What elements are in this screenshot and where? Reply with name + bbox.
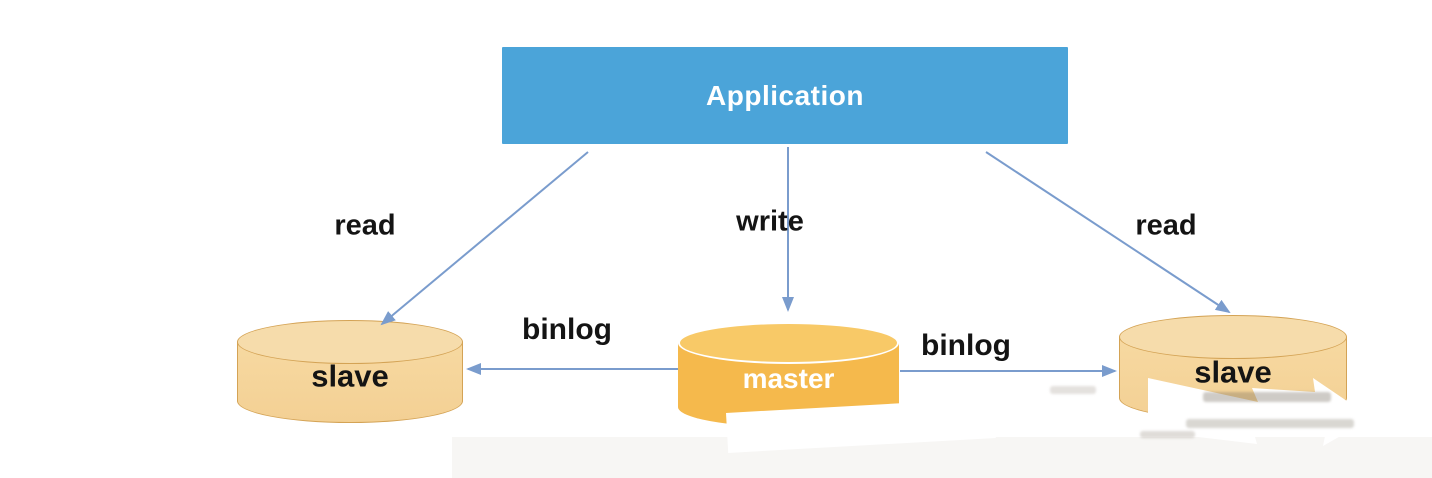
edge-label-write: write bbox=[736, 205, 804, 238]
node-slave-left: slave bbox=[237, 320, 463, 423]
edge-label-binlog-right: binlog bbox=[921, 329, 1011, 362]
cylinder-top-ellipse bbox=[237, 320, 463, 364]
background-band-artifact bbox=[452, 437, 1432, 478]
watermark-artifact bbox=[1186, 419, 1354, 428]
slave-right-label: slave bbox=[1194, 353, 1272, 389]
watermark-artifact bbox=[1203, 392, 1331, 402]
cylinder-top-ellipse bbox=[1119, 315, 1347, 359]
application-label: Application bbox=[706, 79, 864, 111]
master-label: master bbox=[742, 362, 835, 394]
edge-label-read-right: read bbox=[1135, 209, 1197, 242]
edge-arrow-read-right bbox=[985, 151, 1231, 314]
edge-label-read-left: read bbox=[334, 209, 396, 242]
node-application: Application bbox=[502, 47, 1068, 144]
watermark-artifact bbox=[1140, 431, 1195, 438]
watermark-artifact bbox=[1050, 386, 1096, 394]
edge-arrow-read-left bbox=[380, 151, 589, 326]
edge-label-binlog-left: binlog bbox=[522, 313, 612, 346]
slave-left-label: slave bbox=[311, 357, 389, 393]
cylinder-top-ellipse bbox=[678, 322, 899, 364]
